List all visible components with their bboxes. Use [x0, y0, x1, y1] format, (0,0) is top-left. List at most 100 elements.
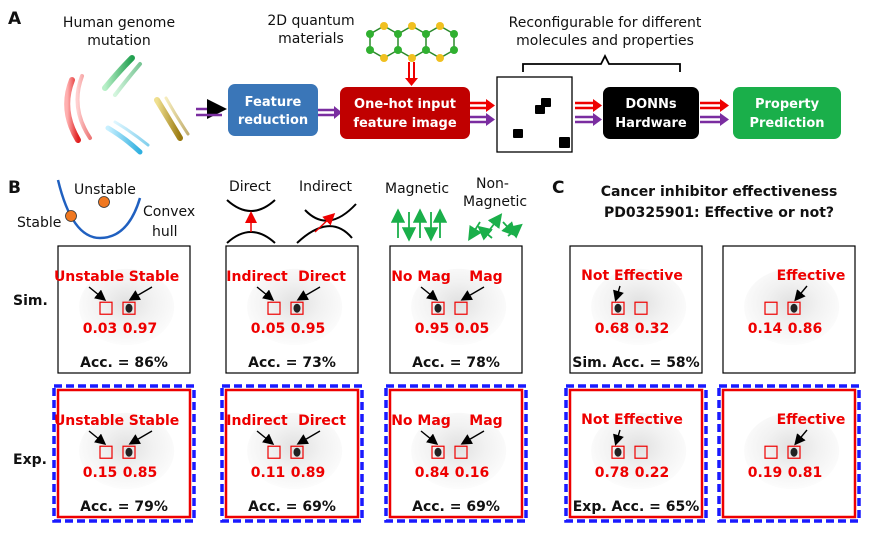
- arrow-left: [420, 286, 439, 301]
- row-label-exp: Exp.: [13, 452, 47, 468]
- intensity-spot: [293, 447, 301, 457]
- onehot-box: [340, 87, 470, 139]
- class-label-left: Indirect: [226, 269, 288, 285]
- intensity-spot: [125, 303, 133, 313]
- arrow-right: [794, 429, 808, 446]
- prob-left: 0.05: [251, 321, 286, 337]
- arrow-right: [460, 430, 485, 445]
- class-label-right: Effective: [777, 412, 846, 428]
- row-label-sim: Sim.: [13, 293, 48, 309]
- panel-label-a: A: [8, 9, 22, 29]
- detector-left: [764, 301, 778, 315]
- prob-right: 0.81: [788, 465, 823, 481]
- prob-left: 0.03: [83, 321, 118, 337]
- donns-box: [603, 87, 699, 139]
- detector-left: [611, 445, 625, 459]
- prob-left: 0.11: [251, 465, 286, 481]
- intensity-spot: [125, 447, 133, 457]
- accuracy-label: Acc. = 79%: [80, 499, 168, 515]
- arrow-left: [256, 430, 275, 445]
- arrow-left: [88, 430, 107, 445]
- nonmagnetic-label: Non-Magnetic: [463, 176, 527, 210]
- prob-right: 0.85: [123, 465, 158, 481]
- arrow-right: [128, 430, 153, 445]
- detector-right: [634, 301, 648, 315]
- unstable-point: [98, 196, 110, 208]
- accuracy-label: Sim. Acc. = 58%: [572, 355, 699, 371]
- arrow-right: [460, 286, 485, 301]
- class-label-left: Not Effective: [581, 412, 683, 428]
- arrow-donns-to-property: [700, 99, 729, 126]
- hexagonal-lattice-icon: [369, 25, 455, 59]
- panel-label-b: B: [8, 178, 21, 198]
- prob-right: 0.32: [635, 321, 670, 337]
- prob-right: 0.95: [291, 321, 326, 337]
- detector-right: [787, 301, 801, 315]
- dna-strands-icon: [64, 55, 190, 155]
- nonmagnetic-spins-icon: [468, 213, 523, 242]
- prob-right: 0.89: [291, 465, 326, 481]
- indirect-gap-icon: [296, 203, 357, 244]
- intensity-spot: [614, 447, 622, 457]
- prob-right: 0.22: [635, 465, 670, 481]
- lattice-atoms: [366, 22, 458, 62]
- exp-dashed-border: [717, 384, 861, 523]
- detector-left: [267, 445, 281, 459]
- exp-dashed-border: [384, 384, 528, 523]
- class-label-right: Effective: [777, 268, 846, 284]
- prob-right: 0.16: [455, 465, 490, 481]
- arrow-onehot-to-image: [470, 99, 495, 126]
- arrow-quantum-to-onehot: [405, 62, 418, 86]
- accuracy-label: Acc. = 69%: [412, 499, 500, 515]
- accuracy-label: Acc. = 78%: [412, 355, 500, 371]
- intensity-background: [591, 268, 687, 346]
- detector-right: [122, 301, 136, 315]
- direct-gap-icon: [226, 199, 276, 244]
- intensity-spot: [790, 447, 798, 457]
- detector-right: [290, 301, 304, 315]
- detector-left: [431, 445, 445, 459]
- exp-dashed-border: [220, 384, 364, 523]
- property-box: [733, 87, 841, 139]
- class-label-right: Stable: [129, 413, 180, 429]
- class-label-right: Direct: [298, 413, 346, 429]
- detector-right: [290, 445, 304, 459]
- accuracy-label: Acc. = 69%: [248, 499, 336, 515]
- feature-image-pixels: [513, 98, 570, 148]
- accuracy-label: Acc. = 86%: [80, 355, 168, 371]
- reconfig-bracket: [522, 53, 681, 72]
- arrow-right: [128, 286, 153, 301]
- prob-right: 0.05: [455, 321, 490, 337]
- arrow-image-to-donns: [575, 99, 602, 126]
- arrow-reduction-to-onehot: [318, 106, 342, 119]
- accuracy-label: Acc. = 73%: [248, 355, 336, 371]
- class-label-left: Indirect: [226, 413, 288, 429]
- arrow-genome-to-reduction: [196, 99, 227, 119]
- panel-label-c: C: [552, 178, 564, 198]
- prob-right: 0.86: [788, 321, 823, 337]
- detector-left: [431, 301, 445, 315]
- detector-left: [764, 445, 778, 459]
- accuracy-label: Exp. Acc. = 65%: [573, 499, 700, 515]
- arrow-left: [420, 430, 439, 445]
- intensity-spot: [293, 303, 301, 313]
- class-label-left: Not Effective: [581, 268, 683, 284]
- arrow-left: [613, 429, 624, 446]
- exp-dashed-border: [52, 384, 196, 523]
- intensity-spot: [434, 303, 442, 313]
- intensity-spot: [614, 303, 622, 313]
